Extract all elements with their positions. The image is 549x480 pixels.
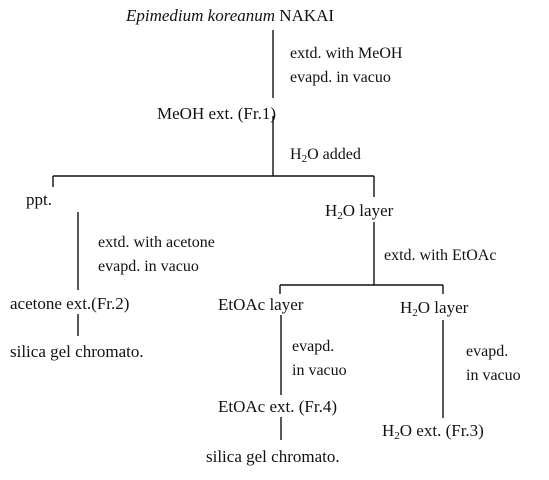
meoh-extract-label: MeOH ext. (Fr.1)	[157, 104, 276, 123]
step6-line1: evapd.	[466, 343, 509, 360]
step2-label: H2O added	[290, 145, 361, 165]
h2o-ext-pre: H	[382, 421, 395, 440]
h2o-layer-2-pre: H	[400, 298, 413, 317]
silica-gel-1-label: silica gel chromato.	[10, 342, 144, 361]
step2-post: O added	[307, 146, 361, 163]
step2-sub: 2	[301, 153, 308, 165]
step5-line1: evapd.	[292, 338, 335, 355]
h2o-layer-2-sub: 2	[412, 307, 418, 319]
step6-line2: in vacuo	[466, 367, 521, 384]
step2-pre: H	[290, 146, 302, 163]
species-author: NAKAI	[279, 6, 335, 25]
step5-line2: in vacuo	[292, 362, 347, 379]
etoac-layer-label: EtOAc layer	[218, 295, 304, 314]
h2o-layer-2-post: O layer	[417, 298, 469, 317]
etoac-extract-label: EtOAc ext. (Fr.4)	[218, 397, 337, 416]
h2o-extract-label: H2O ext. (Fr.3)	[382, 421, 484, 442]
step1-line2: evapd. in vacuo	[290, 69, 391, 86]
h2o-layer-1-label: H2O layer	[325, 201, 394, 222]
h2o-layer-2-label: H2O layer	[400, 298, 469, 319]
species-name: Epimedium koreanum	[126, 6, 276, 25]
h2o-ext-sub: 2	[394, 430, 400, 442]
ppt-label: ppt.	[26, 190, 52, 209]
h2o-layer-1-sub: 2	[337, 210, 343, 222]
step1-line1: extd. with MeOH	[290, 45, 403, 62]
step4-label: extd. with EtOAc	[384, 247, 497, 264]
step3-line2: evapd. in vacuo	[98, 258, 199, 275]
start-material-label: Epimedium koreanum NAKAI	[126, 6, 334, 26]
h2o-layer-1-pre: H	[325, 201, 338, 220]
silica-gel-2-label: silica gel chromato.	[206, 447, 340, 466]
h2o-layer-1-post: O layer	[342, 201, 394, 220]
step3-line1: extd. with acetone	[98, 234, 215, 251]
h2o-ext-post: O ext. (Fr.3)	[399, 421, 484, 440]
acetone-extract-label: acetone ext.(Fr.2)	[10, 294, 130, 313]
